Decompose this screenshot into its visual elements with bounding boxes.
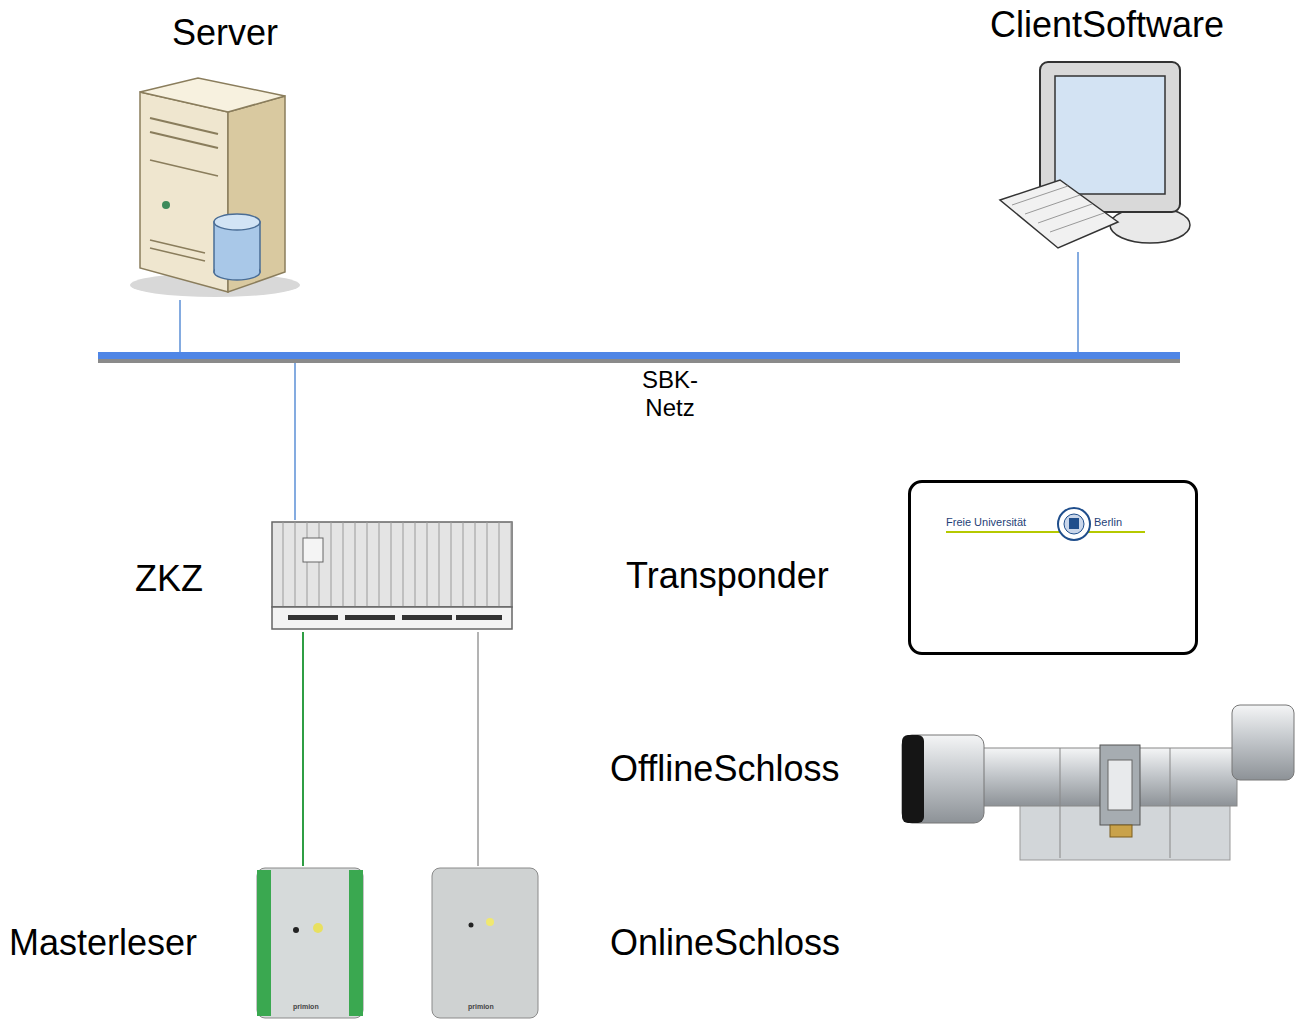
logo-text: Berlin bbox=[1094, 516, 1122, 529]
controller-node: ZKZ bbox=[130, 520, 515, 632]
node-label: ZKZ bbox=[135, 558, 203, 599]
node-label: OfflineSchloss bbox=[610, 748, 839, 789]
node-label: Server bbox=[172, 12, 278, 53]
server-node: Server bbox=[130, 12, 305, 300]
master-reader bbox=[257, 868, 363, 1018]
network-cable bbox=[179, 300, 181, 352]
transponder-card: TransponderFreie UniversitätBerlin bbox=[908, 480, 1198, 655]
client-node: ClientSoftware bbox=[985, 4, 1275, 252]
network-cable bbox=[1077, 252, 1079, 352]
client-icon bbox=[1000, 62, 1190, 248]
network-cable bbox=[302, 632, 304, 866]
node-label: Transponder bbox=[626, 555, 829, 596]
network-cable bbox=[477, 632, 479, 866]
logo-text: Freie Universität bbox=[946, 516, 1026, 529]
brand-mark: primion bbox=[293, 1003, 319, 1011]
controller-icon bbox=[272, 522, 512, 629]
server-icon bbox=[130, 78, 300, 297]
university-logo bbox=[946, 508, 1145, 540]
lock-cylinder bbox=[902, 705, 1294, 860]
network-bus: SBK- Netz bbox=[98, 352, 1180, 363]
node-label: OnlineSchloss bbox=[610, 922, 840, 963]
offline-lock-node: OfflineSchloss bbox=[608, 700, 1296, 862]
online-lock-node: OnlineSchloss bbox=[428, 866, 888, 1022]
node-label: ClientSoftware bbox=[990, 4, 1224, 45]
online-reader bbox=[432, 868, 538, 1018]
network-cable bbox=[294, 363, 296, 520]
brand-mark: primion bbox=[468, 1003, 494, 1011]
node-label: SBK- Netz bbox=[630, 366, 710, 421]
master-reader-node: Masterleser bbox=[5, 866, 370, 1022]
node-label: Masterleser bbox=[9, 922, 197, 963]
